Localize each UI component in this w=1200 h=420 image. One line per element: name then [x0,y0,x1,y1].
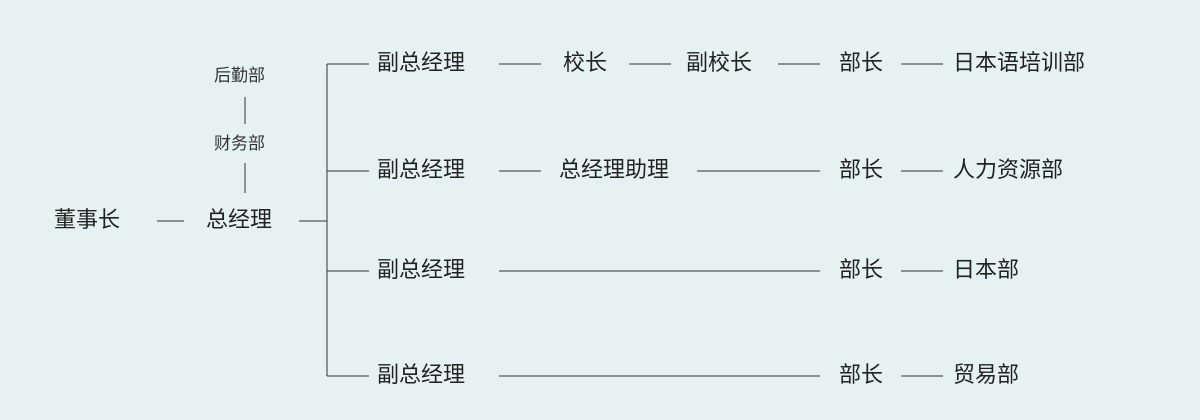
node-finance-dept: 财务部 [214,134,265,154]
node-general-manager: 总经理 [206,208,273,233]
node-vp-4: 副总经理 [377,363,466,388]
node-vice-principal: 副校长 [686,51,753,76]
node-chairman: 董事长 [54,208,121,233]
node-principal: 校长 [563,51,608,76]
node-logistics-dept: 后勤部 [214,66,265,86]
node-head-3: 部长 [839,258,884,283]
node-dept-hr: 人力资源部 [953,158,1064,183]
node-head-2: 部长 [839,158,884,183]
node-vp-1: 副总经理 [377,51,466,76]
node-dept-japan: 日本部 [953,258,1020,283]
node-dept-japanese-training: 日本语培训部 [953,51,1086,76]
node-gm-assistant: 总经理助理 [559,158,670,183]
node-head-1: 部长 [839,51,884,76]
node-dept-trade: 贸易部 [953,363,1020,388]
node-head-4: 部长 [839,363,884,388]
node-vp-3: 副总经理 [377,258,466,283]
node-vp-2: 副总经理 [377,158,466,183]
